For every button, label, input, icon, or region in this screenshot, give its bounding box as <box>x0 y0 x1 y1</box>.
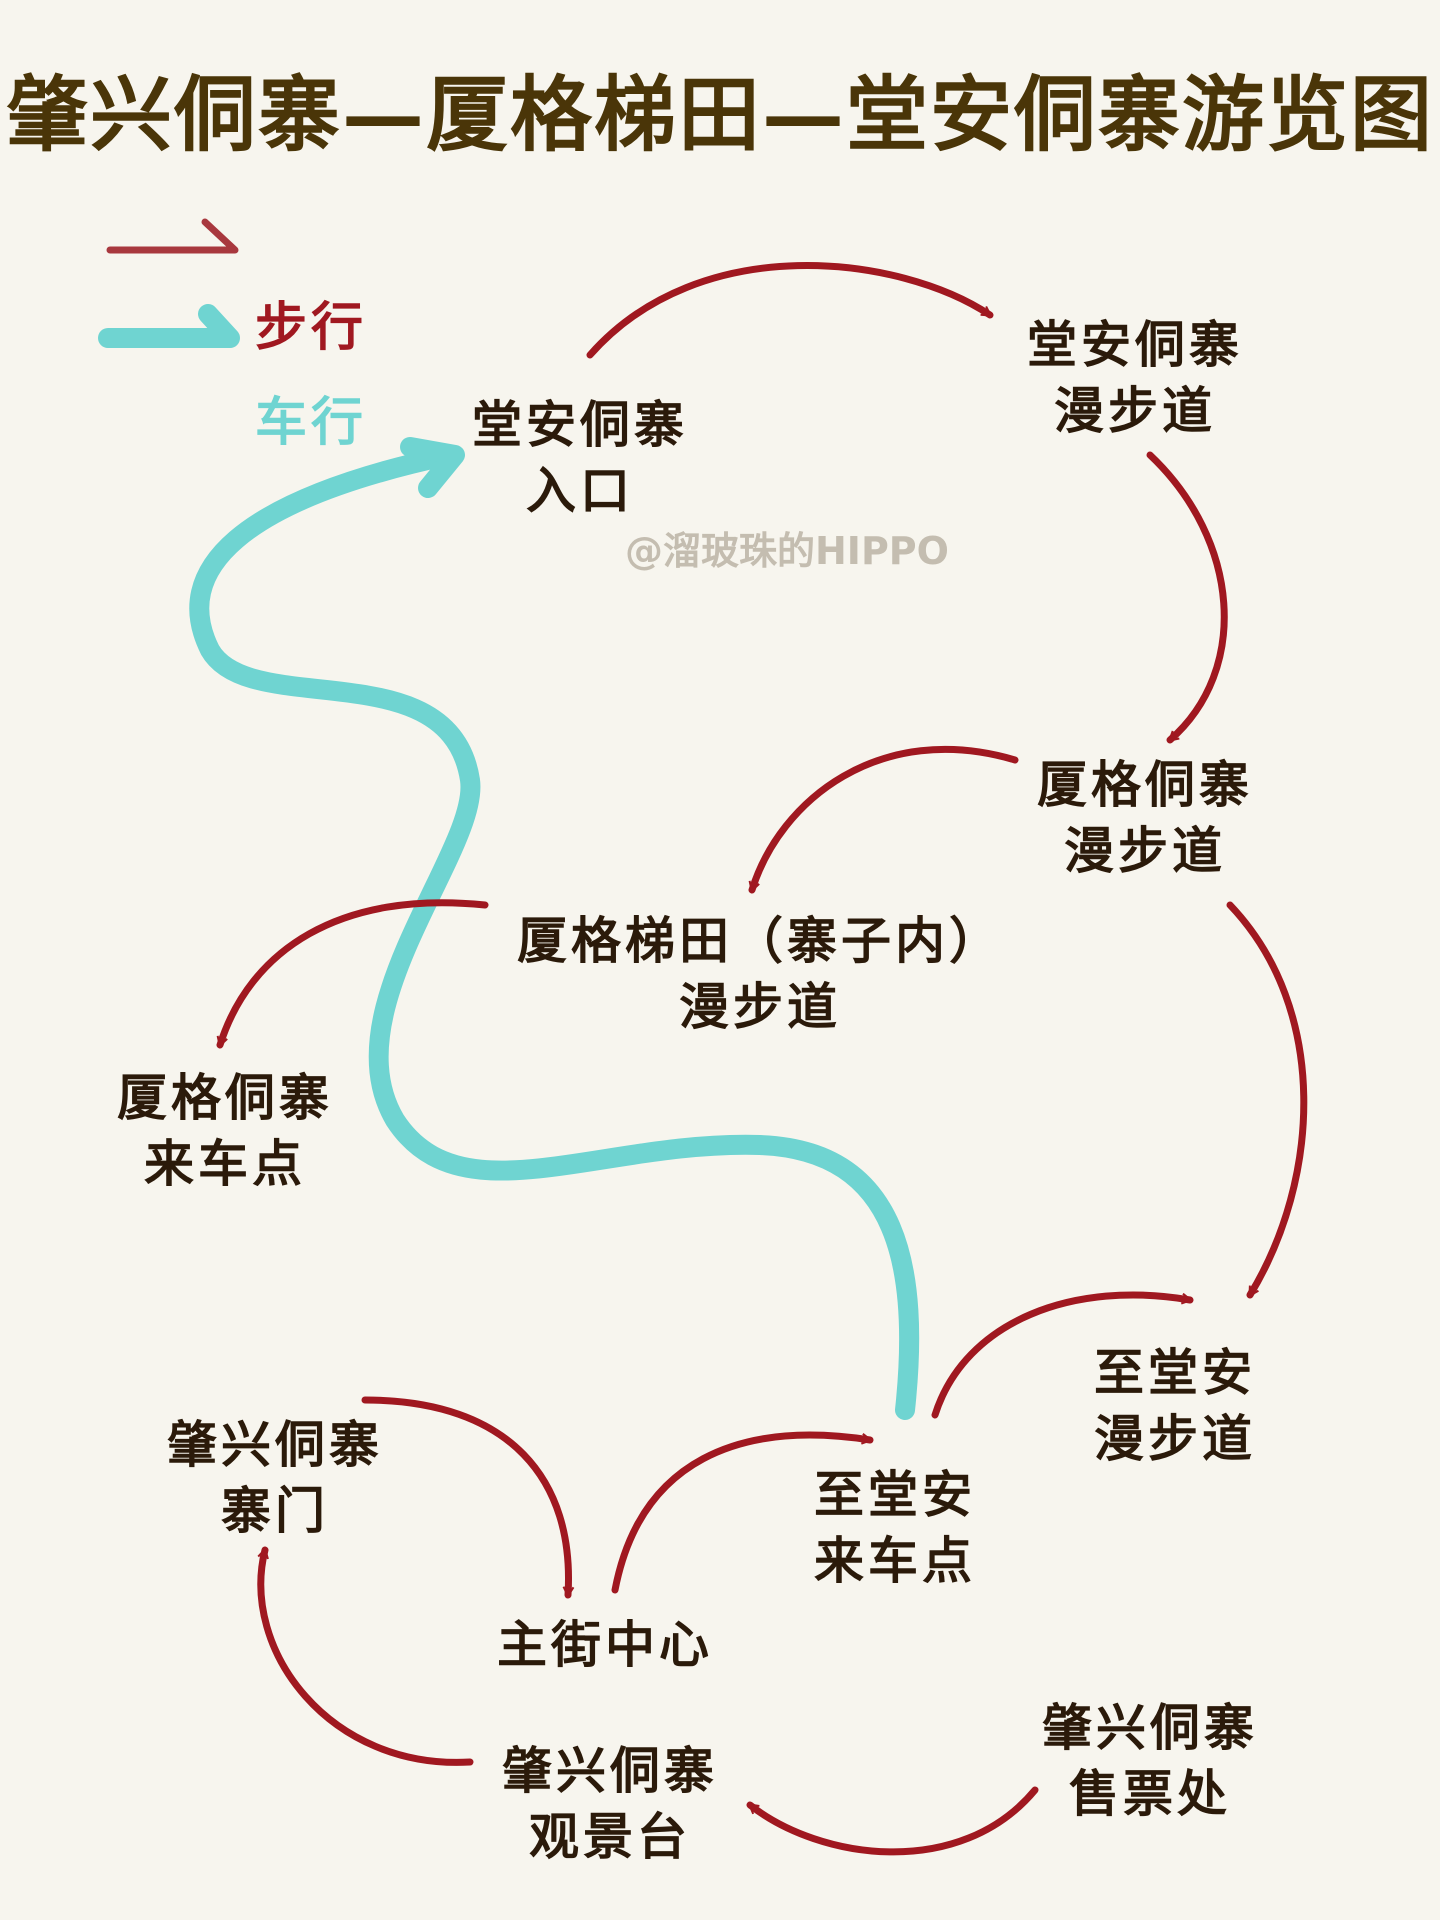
node-xiage-pickup: 厦格侗寨 来车点 <box>100 1065 350 1197</box>
node-line: 入口 <box>526 461 634 520</box>
walk-entrance-to-tangan-trail <box>586 262 994 359</box>
node-to-tangan-trail: 至堂安 漫步道 <box>1060 1340 1290 1472</box>
node-line: 至堂安 <box>1094 1343 1256 1402</box>
map-title: 肇兴侗寨—厦格梯田—堂安侗寨游览图 <box>5 67 1434 163</box>
node-tangan-trail: 堂安侗寨 漫步道 <box>1010 312 1260 444</box>
node-zhaoxing-viewpoint: 肇兴侗寨 观景台 <box>485 1738 735 1870</box>
walk-ticket-to-viewpoint <box>746 1786 1039 1856</box>
legend-drive-label: 车行 <box>255 392 368 453</box>
walk-xiage-trail-to-terrace <box>748 746 1019 894</box>
node-xiage-trail: 厦格侗寨 漫步道 <box>1020 752 1270 884</box>
legend-walk-arrow-icon <box>106 218 239 254</box>
node-xiage-terrace-trail: 厦格梯田（寨子内） 漫步道 <box>480 908 1040 1040</box>
node-line: 厦格梯田（寨子内） <box>517 911 1003 970</box>
node-line: 观景台 <box>529 1807 691 1866</box>
node-line: 堂安侗寨 <box>472 395 688 454</box>
drive-route <box>189 437 920 1420</box>
walk-terrace-to-xiage-pickup <box>216 899 489 1049</box>
node-tangan-entrance: 堂安侗寨 入口 <box>455 392 705 524</box>
legend-walk-label: 步行 <box>255 297 368 358</box>
node-line: 寨门 <box>221 1481 329 1540</box>
node-line: 漫步道 <box>1064 821 1226 880</box>
node-line: 肇兴侗寨 <box>1042 1698 1258 1757</box>
node-line: 售票处 <box>1069 1764 1231 1823</box>
node-line: 主街中心 <box>497 1615 713 1674</box>
walk-xiage-trail-to-to-tangan-trail <box>1226 901 1308 1299</box>
node-line: 来车点 <box>144 1134 306 1193</box>
watermark: @溜玻珠的HIPPO <box>625 529 949 573</box>
node-to-tangan-pickup: 至堂安 来车点 <box>780 1462 1010 1594</box>
node-main-street: 主街中心 <box>480 1612 730 1678</box>
node-line: 肇兴侗寨 <box>502 1741 718 1800</box>
node-line: 厦格侗寨 <box>117 1068 333 1127</box>
walk-pickup-to-to-tangan-trail <box>931 1291 1194 1419</box>
node-line: 漫步道 <box>1054 381 1216 440</box>
node-zhaoxing-ticket: 肇兴侗寨 售票处 <box>1025 1695 1275 1827</box>
walk-viewpoint-to-gate <box>257 1546 474 1766</box>
walk-tangan-trail-to-xiage-trail <box>1146 451 1228 744</box>
node-line: 肇兴侗寨 <box>167 1415 383 1474</box>
node-line: 来车点 <box>814 1531 976 1590</box>
node-line: 漫步道 <box>679 977 841 1036</box>
node-line: 厦格侗寨 <box>1037 755 1253 814</box>
walk-gate-to-main-street <box>361 1396 569 1599</box>
node-line: 堂安侗寨 <box>1027 315 1243 374</box>
walk-main-street-to-pickup <box>611 1431 874 1594</box>
legend-drive-arrow-icon <box>98 304 240 348</box>
node-line: 漫步道 <box>1094 1409 1256 1468</box>
node-line: 至堂安 <box>814 1465 976 1524</box>
node-zhaoxing-gate: 肇兴侗寨 寨门 <box>150 1412 400 1544</box>
